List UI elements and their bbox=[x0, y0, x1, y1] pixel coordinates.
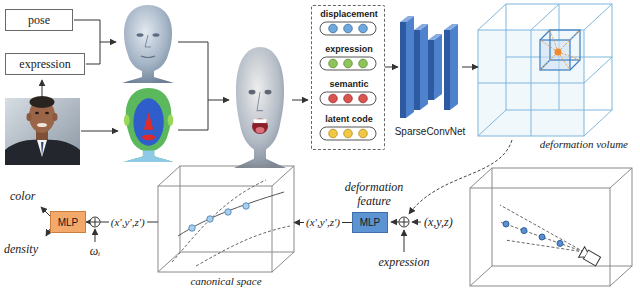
annotation-label: deformation feature bbox=[342, 180, 406, 208]
network-block: SparseConvNet bbox=[398, 12, 462, 122]
network-slabs bbox=[400, 16, 458, 118]
head-mesh bbox=[122, 5, 174, 83]
node-text: semantic bbox=[312, 79, 386, 90]
edge-label: (x',y',z') bbox=[109, 216, 147, 229]
edge-label: (x',y',z') bbox=[304, 216, 342, 229]
portrait-photo bbox=[5, 96, 80, 165]
segmentation-head bbox=[124, 88, 173, 162]
plus-left bbox=[41, 207, 95, 242]
node-text: MLP bbox=[360, 217, 381, 228]
expression-head bbox=[234, 47, 286, 168]
node-text: expression bbox=[19, 57, 70, 72]
node-text: displacement bbox=[312, 9, 386, 20]
ray-cube bbox=[470, 168, 632, 286]
pipeline-arrows bbox=[42, 20, 308, 131]
mlp-box: MLP bbox=[50, 211, 86, 233]
canonical-cube bbox=[158, 166, 294, 272]
volume-cube: deformation volume bbox=[478, 4, 612, 136]
node-text: expression bbox=[312, 44, 386, 55]
symbol-label: ωᵢ bbox=[90, 244, 100, 258]
feature-curve bbox=[409, 140, 512, 214]
node-text: pose bbox=[28, 13, 50, 28]
input-box: expression bbox=[5, 53, 85, 75]
space-cube: canonical space bbox=[158, 165, 294, 273]
annotation-label: expression bbox=[379, 255, 430, 269]
node-text: MLP bbox=[58, 217, 79, 228]
node-text: latent code bbox=[312, 114, 386, 125]
node-text: canonical space bbox=[158, 275, 294, 288]
output-label: density bbox=[4, 242, 38, 256]
coordinate-label: (x,y,z) bbox=[424, 215, 453, 229]
input-box: pose bbox=[5, 9, 73, 31]
flow-arrow bbox=[462, 67, 478, 68]
node-text: SparseConvNet bbox=[386, 126, 474, 138]
volume-wireframe bbox=[478, 4, 612, 136]
feature-group: displacement expression semantic latent cod… bbox=[311, 5, 385, 150]
flow-arrow bbox=[385, 67, 398, 68]
plus-right bbox=[391, 217, 421, 252]
output-label: color bbox=[10, 189, 35, 203]
node-text: deformation volume bbox=[528, 138, 628, 151]
mlp-box: MLP bbox=[352, 212, 388, 233]
